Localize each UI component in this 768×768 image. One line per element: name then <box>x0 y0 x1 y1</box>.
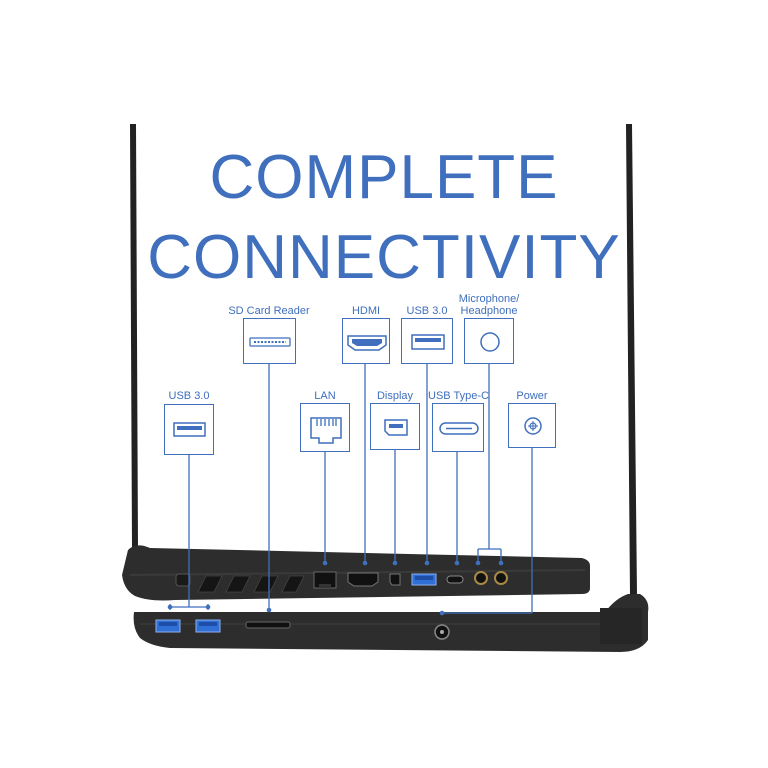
display-label: Display <box>376 390 414 402</box>
sd-slot <box>245 621 291 629</box>
usb-left-label: USB 3.0 <box>168 390 210 402</box>
left-lid-edge <box>130 124 138 548</box>
power-label: Power <box>516 390 548 402</box>
audio-jack-2 <box>494 571 508 585</box>
microphone-label-line-2: Headphone <box>460 305 518 317</box>
hdmi-label: HDMI <box>351 305 381 317</box>
headline-line-1: COMPLETE <box>209 143 559 212</box>
connector-lines <box>169 364 533 614</box>
hdmi-port-box <box>342 318 390 364</box>
usb-c-icon <box>439 422 479 435</box>
connector-dots <box>167 560 504 616</box>
right-lid-edge <box>626 124 637 595</box>
mini-display-port <box>389 573 401 586</box>
hdmi-port <box>347 572 379 587</box>
sd-card-label: SD Card Reader <box>228 305 310 317</box>
audio-jack-1 <box>474 571 488 585</box>
usb-top-label: USB 3.0 <box>406 305 448 317</box>
lan-port <box>313 571 337 589</box>
microphone-label-line-1: Microphone/ <box>458 293 520 305</box>
sd-card-icon <box>249 337 291 347</box>
usb-left-port-box <box>164 404 214 455</box>
display-port-box <box>370 403 420 450</box>
audio-jack-icon <box>480 332 500 352</box>
lan-port-box <box>300 403 350 452</box>
vents <box>197 575 305 593</box>
usb-type-c-label: USB Type-C <box>428 390 489 402</box>
usb-icon <box>411 334 445 350</box>
lower-body <box>133 594 649 652</box>
usb-icon <box>173 422 206 437</box>
mini-display-port-icon <box>384 419 408 436</box>
usb-c-port <box>446 575 464 584</box>
sd-card-port-box <box>243 318 296 364</box>
lock-slot <box>175 573 191 587</box>
audio-port-box <box>464 318 514 364</box>
hdmi-icon <box>347 335 387 351</box>
usb-type-c-port-box <box>432 403 484 452</box>
ethernet-icon <box>310 417 342 444</box>
lan-label: LAN <box>314 390 336 402</box>
headline-line-2: CONNECTIVITY <box>147 223 621 292</box>
power-port-box <box>508 403 556 448</box>
usb-top-port-box <box>401 318 453 364</box>
power-jack-icon <box>524 417 542 435</box>
